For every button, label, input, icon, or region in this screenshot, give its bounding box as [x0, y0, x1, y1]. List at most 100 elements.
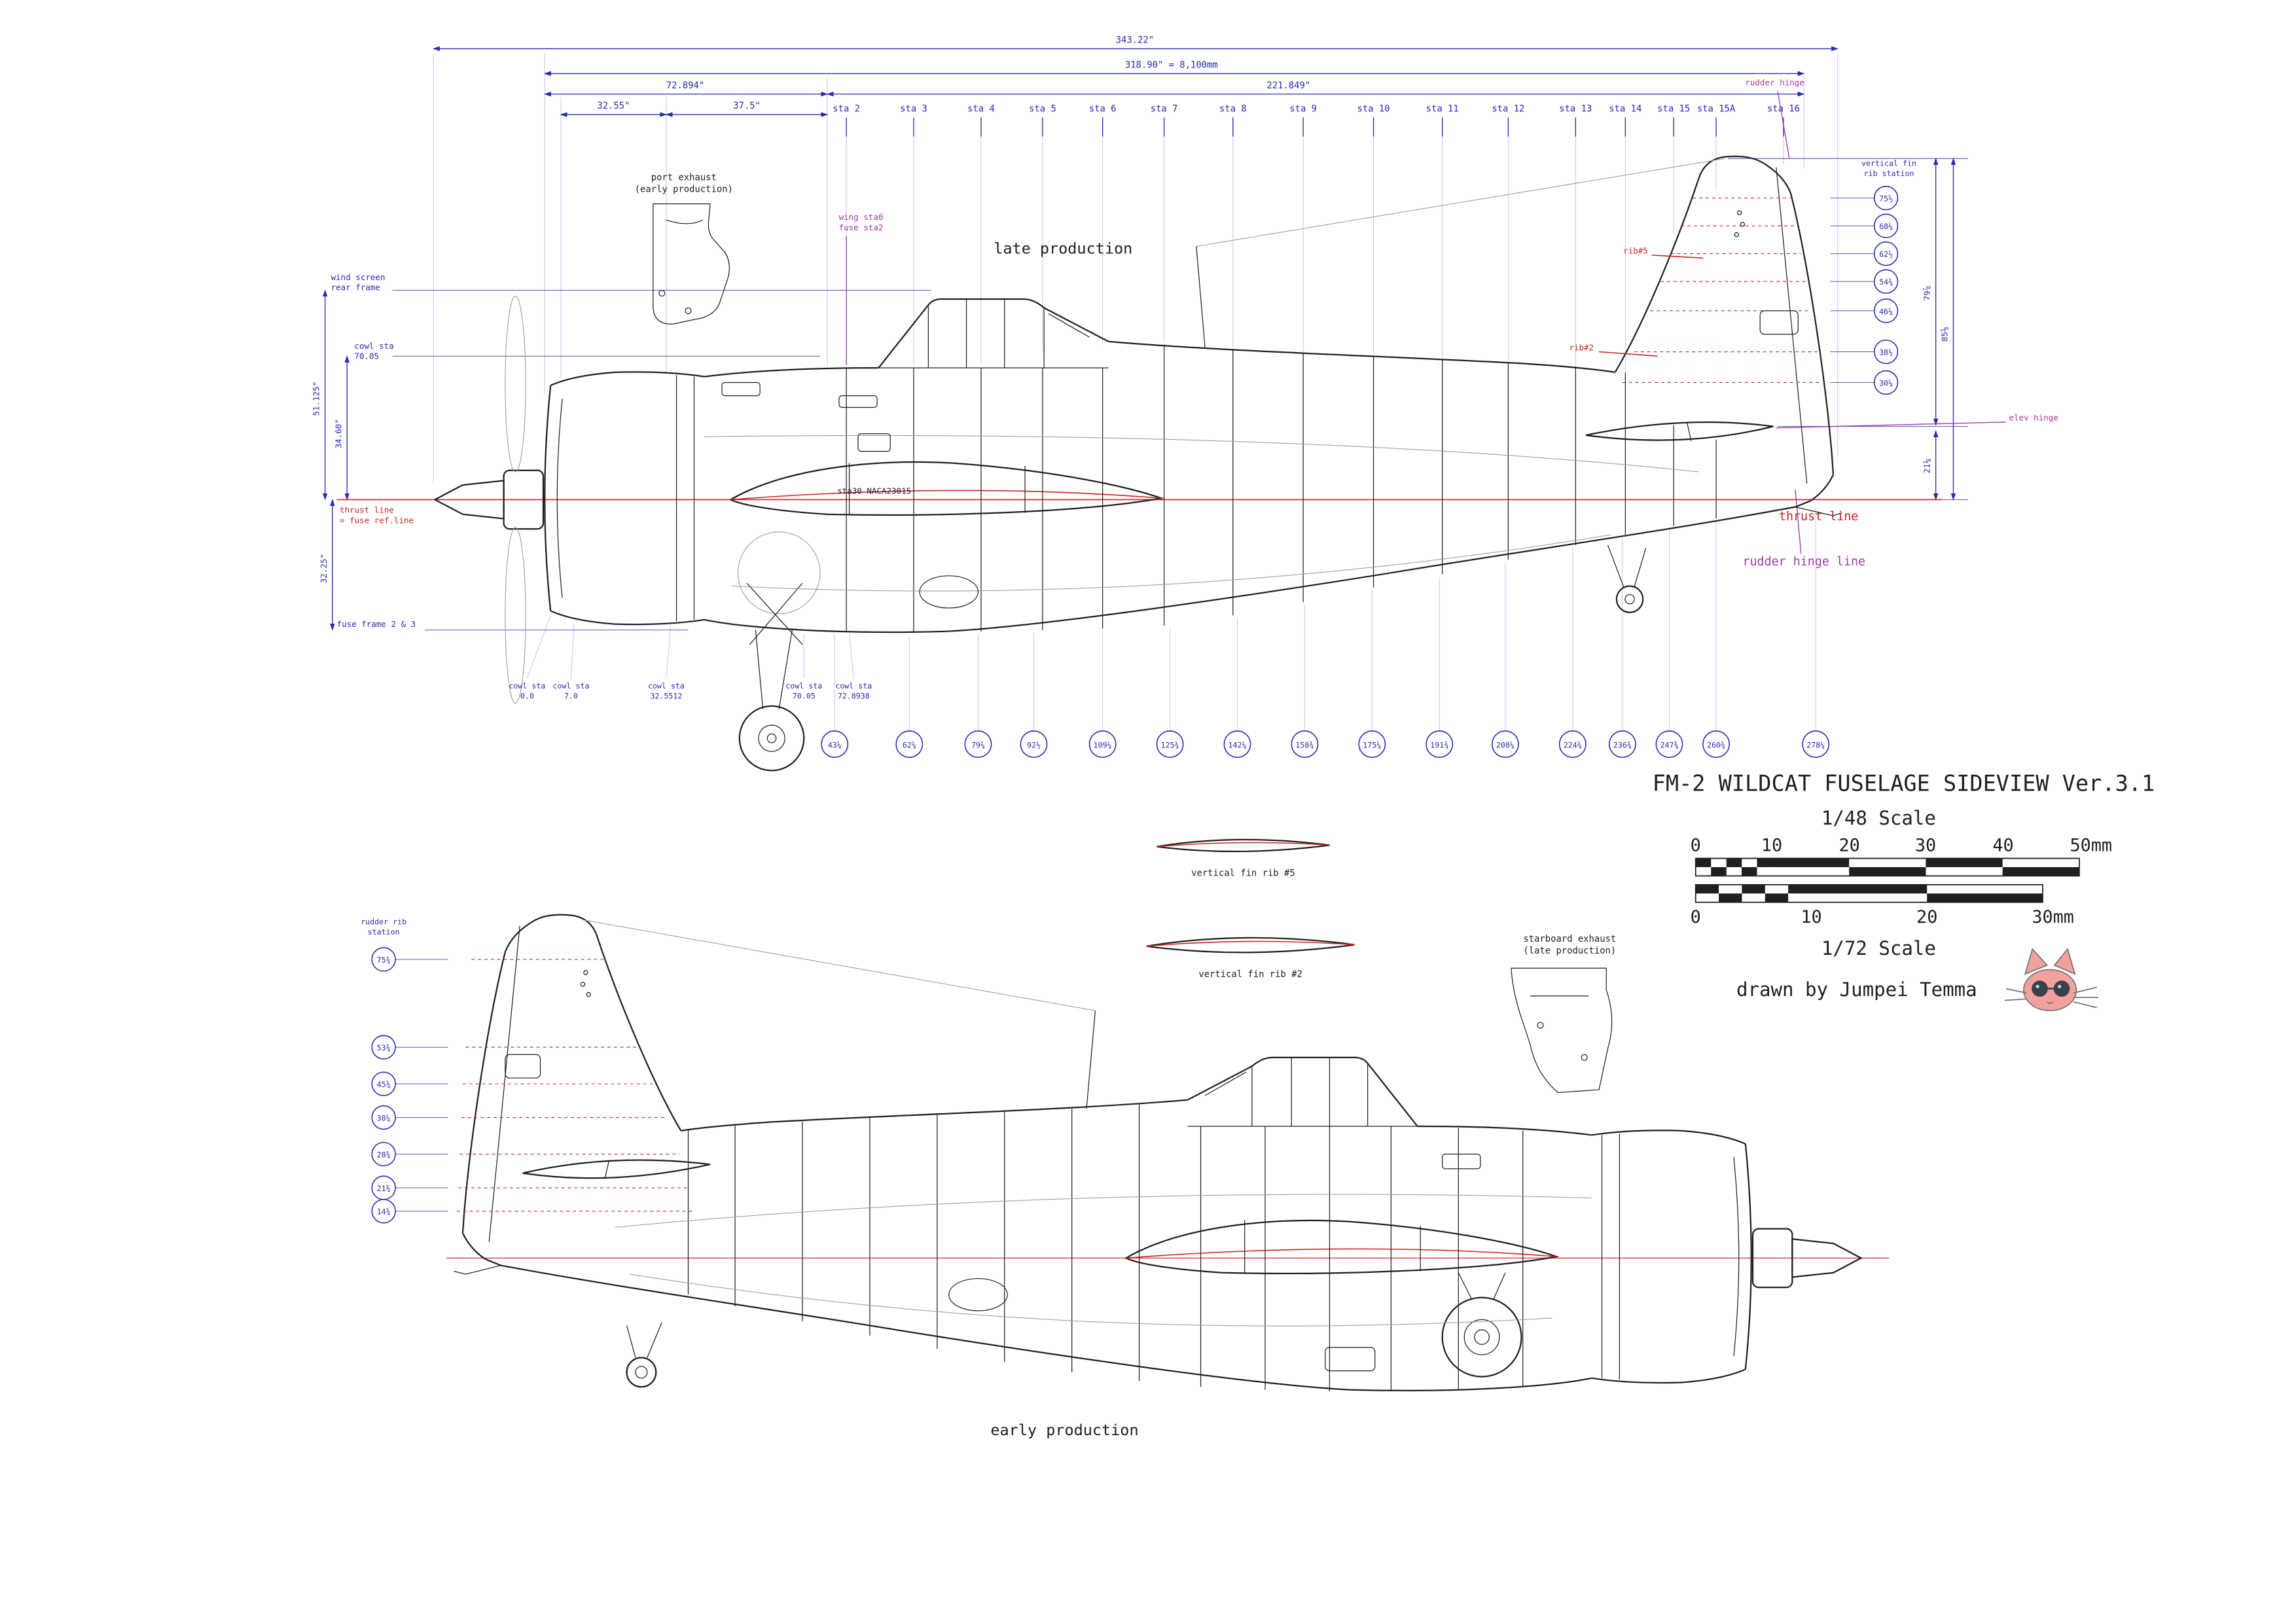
fuse-station-value: 208¼ [1496, 740, 1515, 749]
dim-32: 32.25" [319, 554, 329, 583]
tail-bumper [454, 1264, 501, 1275]
fuse-station-value: 191¾ [1430, 740, 1448, 749]
dim-51: 51.125" [312, 382, 321, 416]
rudder-hinge-label: rudder hinge [1745, 77, 1804, 87]
rudder-rib-value: 45¾ [377, 1080, 391, 1089]
starboard-exhaust-label: starboard exhaust [1523, 934, 1616, 944]
wind-screen-label: rear frame [331, 283, 380, 293]
dim-cowl-b: 37.5" [733, 101, 761, 111]
cowl-sta-label: cowl sta [509, 681, 545, 690]
naca-label: sta30 NACA23015 [837, 486, 911, 496]
fuse-station-value: 125¾ [1161, 740, 1179, 749]
port-exhaust-label: port exhaust [651, 173, 717, 183]
dim-79: 79⅞ [1922, 286, 1932, 301]
rudder-trim-tab [1759, 310, 1799, 335]
prop-blade-lower [505, 527, 526, 704]
main-wheel [1441, 1272, 1522, 1378]
station-label: sta 9 [1289, 104, 1317, 115]
scale48-label: 1/48 Scale [1821, 807, 1936, 829]
fuse-station-value: 142¼ [1228, 740, 1246, 749]
scale48-tick: 20 [1839, 835, 1859, 855]
station-label: sta 15 [1657, 104, 1690, 115]
drawing-title: FM-2 WILDCAT FUSELAGE SIDEVIEW Ver.3.1 [1653, 771, 2155, 796]
turtledeck [1108, 340, 1615, 373]
scale72-ruler: 0 10 20 30mm [1691, 883, 2074, 927]
rudder-hinge-line [1776, 167, 1808, 484]
dim-85: 85⅝ [1940, 327, 1950, 342]
cat-face-icon [2004, 948, 2098, 1012]
scale72-tick: 20 [1916, 907, 1937, 927]
credit-label: drawn by Jumpei Temma [1736, 978, 1977, 1001]
starboard-exhaust-label: (late production) [1523, 946, 1616, 956]
antenna [583, 919, 1096, 1109]
early-production-label: early production [990, 1421, 1138, 1439]
cowl-sta-label: cowl sta [785, 681, 822, 690]
canopy [1187, 1056, 1418, 1127]
cowl-sta-value: 70.05 [793, 692, 816, 701]
access-panels [721, 382, 979, 609]
prop-blade-upper [505, 295, 526, 473]
dim-34: 34.60" [333, 419, 343, 448]
cowl-sta-value: 7.0 [564, 692, 578, 701]
early-production-drawing [446, 914, 1890, 1391]
scale72-tick: 30mm [2032, 907, 2074, 927]
dim-total: 343.22" [1116, 35, 1154, 45]
horizontal-stabilizer [1585, 421, 1774, 442]
cowl-sta-label: cowl sta [835, 681, 872, 690]
scale48-tick: 30 [1915, 835, 1936, 855]
fuse-station-value: 158¾ [1295, 740, 1314, 749]
fuse-station-value: 43¼ [828, 740, 842, 749]
port-exhaust-label: (early production) [635, 185, 733, 195]
station-label: sta 10 [1357, 104, 1390, 115]
station-label: sta 6 [1089, 104, 1117, 115]
rudder-rib-value: 14¾ [377, 1207, 391, 1217]
cowl-sta-value: 72.8938 [838, 692, 870, 701]
fin-rib-value: 46¼ [1879, 307, 1893, 316]
rudder-rib-value: 53¾ [377, 1043, 391, 1052]
thrust-line-left-label: = fuse ref.line [340, 515, 414, 525]
fin-rib-value: 38½ [1879, 348, 1893, 357]
tail-hook [1795, 507, 1842, 516]
vfin-rib-station-label: vertical fin [1861, 158, 1916, 168]
fin-rib-airfoil-5: vertical fin rib #5 [1157, 838, 1330, 878]
canopy [878, 298, 1109, 368]
cowl-sta-ref-label: 70.05 [354, 351, 379, 361]
fin-rib-value: 75½ [1879, 194, 1893, 204]
vertical-fin [457, 914, 694, 1242]
scale48-tick: 40 [1992, 835, 2013, 855]
main-wheel [738, 705, 805, 772]
main-landing-gear [738, 531, 821, 772]
fuselage-top-fwd [1417, 1125, 1592, 1136]
station-ticks [846, 117, 1784, 371]
scale72-tick: 10 [1801, 907, 1821, 927]
prop-hub [1751, 1228, 1793, 1289]
dim-aft: 221.849" [1266, 80, 1310, 91]
rudder-rib-station-label: rudder rib [361, 917, 406, 926]
scale72-tick: 0 [1691, 907, 1701, 927]
access-panels [948, 1153, 1481, 1372]
station-label: sta 15A [1697, 104, 1736, 115]
cowl-sta-value: 0.0 [520, 692, 534, 701]
cowl-station-callouts: cowl sta 0.0 cowl sta 7.0 cowl sta 32.55… [509, 615, 872, 701]
fuselage-bottom [461, 1232, 1592, 1391]
vertical-fin-rib-stations: vertical fin rib station 75½ 68¼ 62½ 54¾… [1830, 158, 1916, 395]
scale72-label: 1/72 Scale [1821, 937, 1936, 959]
antenna [1196, 158, 1725, 349]
fin-rib-value: 54¾ [1879, 277, 1893, 287]
thrust-line-left-label: thrust line [340, 505, 394, 515]
engine-cowl [1591, 1130, 1752, 1384]
vertical-fin [1614, 155, 1835, 484]
tail-wheel [1607, 544, 1647, 613]
left-dimensions: wind screen rear frame cowl sta 70.05 51… [312, 272, 931, 631]
thrust-line-right-label: thrust line [1779, 510, 1858, 524]
fuse-station-value: 278¼ [1806, 740, 1825, 749]
fin-rib2-label: vertical fin rib #2 [1198, 969, 1302, 980]
dim-reference: 318.90" = 8,100mm [1125, 60, 1218, 70]
fuse-station-value: 236¾ [1613, 740, 1632, 749]
title-block: FM-2 WILDCAT FUSELAGE SIDEVIEW Ver.3.1 1… [1653, 771, 2155, 1012]
fuse-station-value: 109¼ [1094, 740, 1112, 749]
rudder-rib-value: 38¼ [377, 1114, 391, 1123]
dim-fwd: 72.894" [666, 80, 704, 91]
cowl-sta-value: 32.5512 [650, 692, 682, 701]
turtledeck [681, 1099, 1188, 1132]
